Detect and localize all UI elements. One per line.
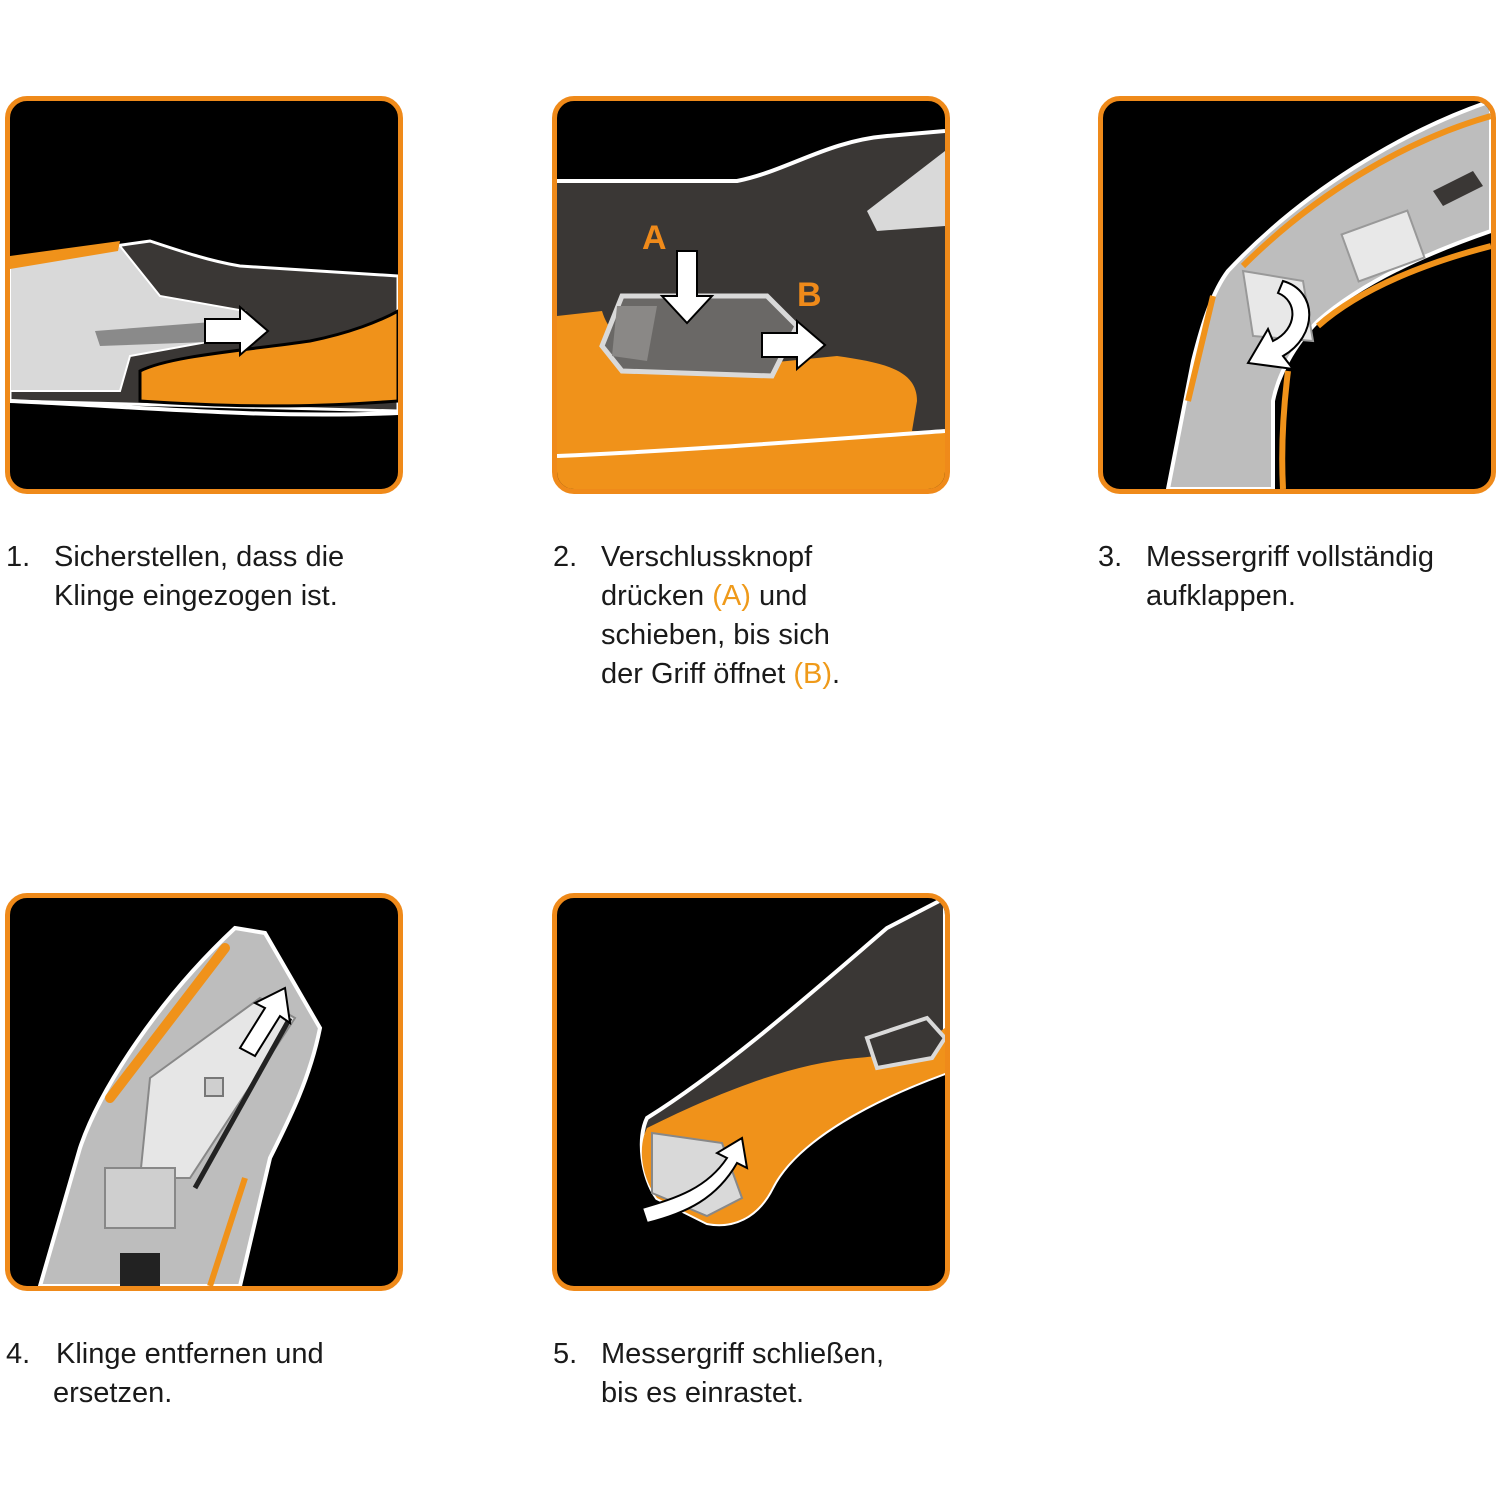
label-b: B	[797, 276, 822, 314]
caption-line: bis es einrastet.	[601, 1377, 805, 1409]
outline	[10, 399, 398, 417]
orange-strip	[207, 1177, 248, 1286]
step-number: 3.	[1098, 541, 1123, 573]
caption-line: schieben, bis sich	[601, 619, 830, 651]
step-text: Klinge entfernen und ersetzen.	[53, 1335, 324, 1413]
blade-slot	[95, 321, 235, 346]
step-number: 5.	[553, 1338, 578, 1370]
caption-line: Messergriff schließen,	[601, 1338, 885, 1370]
rotate-arrow-icon	[1246, 279, 1311, 371]
orange-strip	[1316, 243, 1491, 329]
step-text: Messergriff vollständig aufklappen.	[1146, 538, 1434, 616]
step-1-illustration	[5, 96, 403, 494]
rotate-arrow-icon	[640, 1136, 749, 1225]
blade-replace-illustration	[37, 925, 323, 1286]
ref-b: (B)	[793, 658, 833, 690]
step-5-illustration	[552, 893, 950, 1291]
orange-strip	[1185, 295, 1216, 402]
blade-edge	[192, 1016, 293, 1190]
orange-strip	[105, 943, 230, 1103]
lock-button-illustration: A B	[557, 129, 945, 489]
step-4-illustration	[5, 893, 403, 1291]
step-2-illustration: A B	[552, 96, 950, 494]
open-handle	[1165, 101, 1491, 489]
orange-strip	[1240, 113, 1491, 269]
handle-open-illustration	[1165, 101, 1491, 489]
blade-notch	[204, 1077, 224, 1097]
orange-strip	[10, 241, 120, 269]
step-text: Verschlussknopf drücken (A) und schieben…	[601, 538, 840, 694]
orange-strip	[1279, 370, 1291, 489]
outline	[557, 129, 945, 183]
step-number: 1.	[6, 541, 31, 573]
handle-close-illustration	[639, 898, 945, 1227]
step-text: Messergriff schließen, bis es einrastet.	[601, 1335, 884, 1413]
step-number: 2.	[553, 541, 578, 573]
caption-fragment: der Griff öffnet	[601, 658, 794, 690]
caption-line: Verschlussknopf	[601, 541, 813, 573]
lock-button	[864, 1015, 945, 1071]
orange-grip	[557, 311, 945, 489]
knife-closed-illustration	[10, 239, 398, 417]
step-3-illustration	[1098, 96, 1496, 494]
slider	[104, 1167, 176, 1229]
caption-line: Sicherstellen, dass die	[54, 541, 345, 573]
caption-line: ersetzen.	[53, 1377, 173, 1409]
caption-line: Klinge entfernen und	[56, 1338, 324, 1370]
orange-grip	[138, 309, 398, 408]
label-a: A	[642, 219, 667, 257]
caption-line: aufklappen.	[1146, 580, 1296, 612]
caption-line: drücken (A) und	[601, 577, 840, 616]
blade-tip	[867, 151, 945, 231]
ref-a: (A)	[712, 580, 751, 612]
caption-line: Klinge eingezogen ist.	[54, 580, 338, 612]
latch	[120, 1253, 160, 1286]
button-face	[612, 306, 657, 361]
caption-line: der Griff öffnet (B).	[601, 655, 840, 694]
latch	[1433, 171, 1483, 206]
step-text: Sicherstellen, dass die Klinge eingezoge…	[54, 538, 344, 616]
arrow-up-icon	[238, 986, 292, 1058]
caption-fragment: drücken	[601, 580, 713, 612]
caption-line: Messergriff vollständig	[1146, 541, 1434, 573]
arrow-down-icon	[659, 250, 715, 325]
arrow-right-icon	[761, 318, 827, 372]
blade-holder	[1340, 209, 1426, 283]
caption-fragment: .	[832, 658, 841, 690]
outline	[557, 429, 945, 458]
arrow-right-icon	[204, 304, 270, 358]
step-number: 4.	[6, 1338, 31, 1370]
caption-fragment: und	[750, 580, 808, 612]
